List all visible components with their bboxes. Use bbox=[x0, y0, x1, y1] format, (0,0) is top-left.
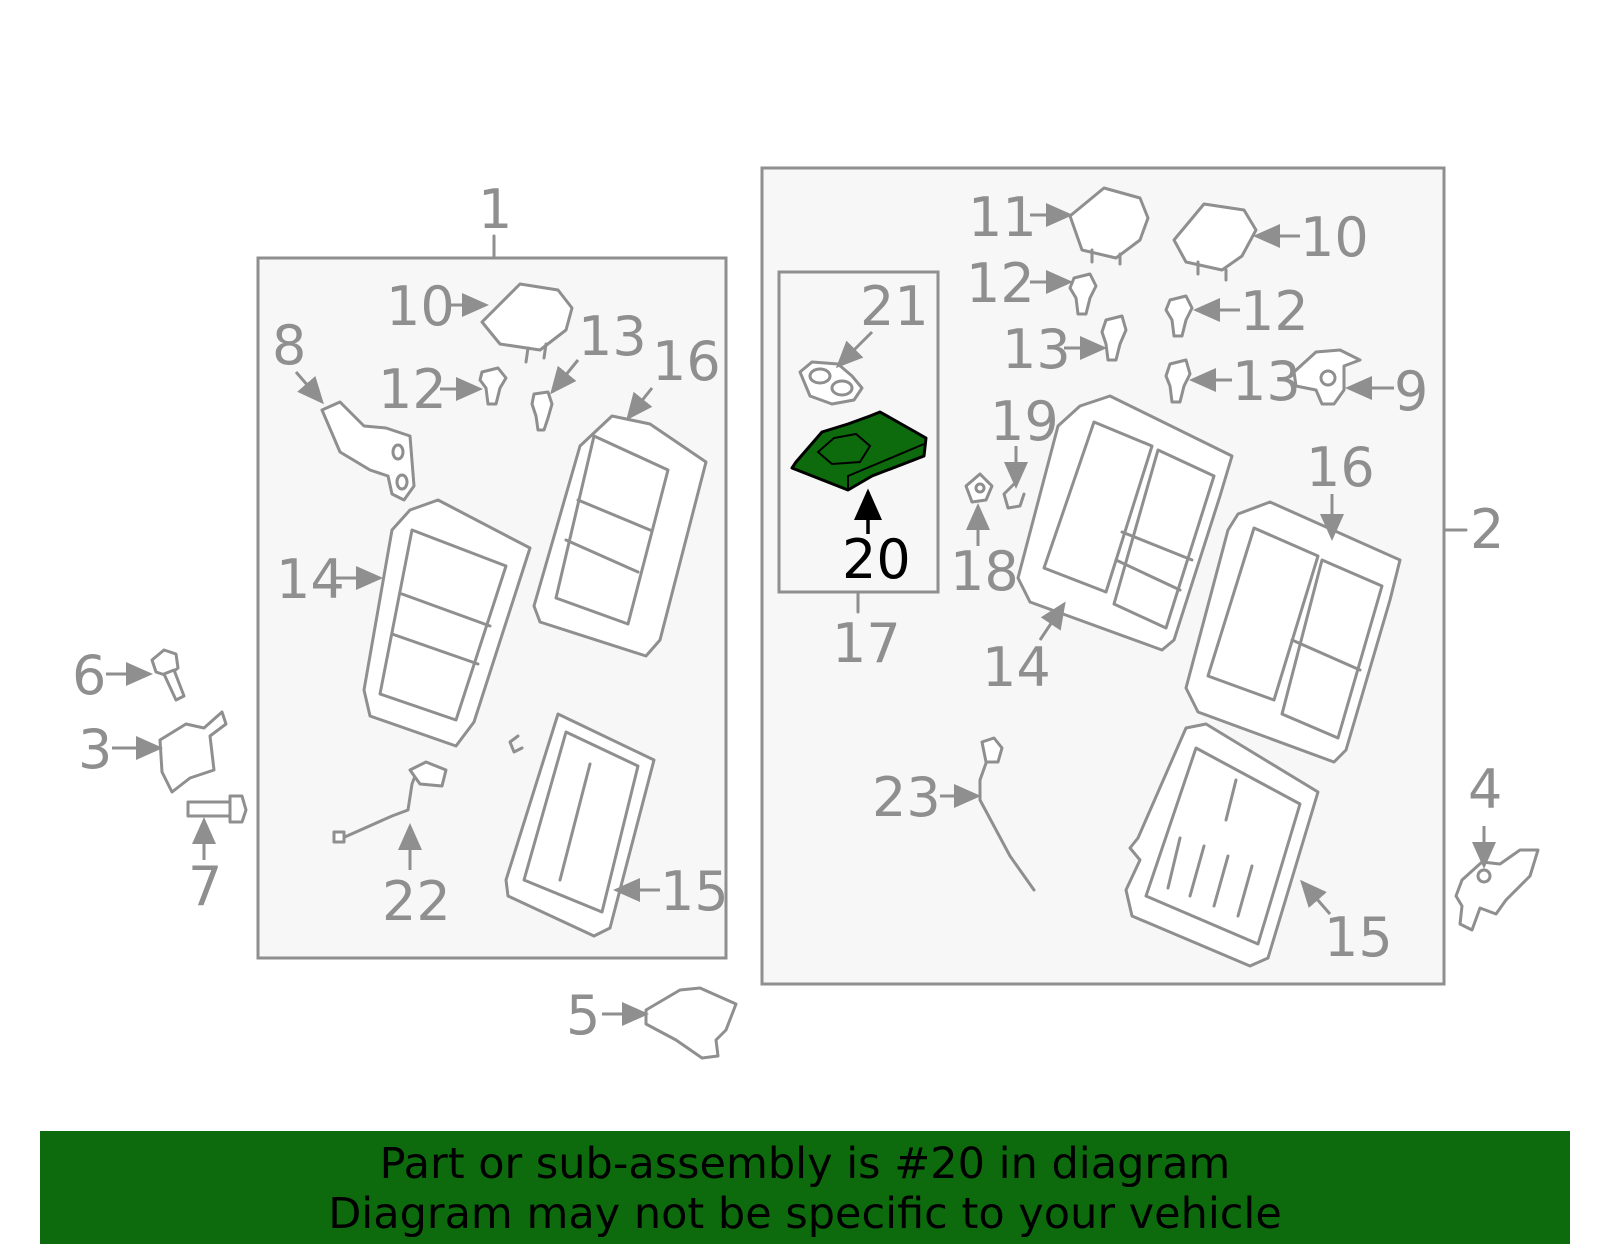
headrest-part-10-right bbox=[1172, 202, 1258, 282]
grommet-part-18 bbox=[964, 472, 994, 504]
callout-16-left: 16 bbox=[652, 330, 721, 393]
headrest-part-11 bbox=[1068, 186, 1150, 266]
armrest-part-20-highlighted[interactable] bbox=[790, 410, 928, 492]
callout-22: 22 bbox=[382, 870, 451, 933]
info-banner: Part or sub-assembly is #20 in diagram D… bbox=[40, 1131, 1570, 1244]
callout-4: 4 bbox=[1468, 758, 1502, 821]
callout-6: 6 bbox=[72, 644, 106, 707]
seatback-part-16-left bbox=[532, 414, 708, 658]
callout-2: 2 bbox=[1470, 498, 1504, 561]
hook-part-left bbox=[508, 734, 524, 754]
bolt-part-6 bbox=[150, 648, 186, 702]
callout-7: 7 bbox=[188, 855, 222, 918]
callout-14-left: 14 bbox=[276, 548, 345, 611]
callout-19: 19 bbox=[990, 390, 1059, 453]
callout-13-left: 13 bbox=[578, 305, 647, 368]
callout-3: 3 bbox=[78, 718, 112, 781]
bracket-part-3 bbox=[158, 710, 228, 794]
seat-frame-part-15-right bbox=[1124, 722, 1320, 968]
callout-21: 21 bbox=[860, 275, 929, 338]
callout-1: 1 bbox=[478, 178, 512, 241]
cable-part-22 bbox=[332, 760, 448, 844]
clip-part-13-left bbox=[530, 390, 554, 432]
clip-part-9 bbox=[1292, 348, 1362, 406]
callout-17: 17 bbox=[832, 612, 901, 675]
banner-line-1: Part or sub-assembly is #20 in diagram bbox=[379, 1139, 1231, 1189]
hook-part-19 bbox=[1002, 482, 1026, 510]
callout-10-left: 10 bbox=[386, 275, 455, 338]
callout-20: 20 bbox=[842, 528, 911, 591]
bracket-part-4 bbox=[1454, 848, 1540, 932]
callout-15-left: 15 bbox=[660, 860, 729, 923]
bracket-part-8 bbox=[320, 400, 416, 502]
banner-line-2: Diagram may not be specific to your vehi… bbox=[328, 1189, 1282, 1239]
callout-10-right: 10 bbox=[1300, 206, 1369, 269]
callout-14-right: 14 bbox=[982, 636, 1051, 699]
callout-16-right: 16 bbox=[1306, 436, 1375, 499]
bracket-part-5 bbox=[644, 986, 738, 1060]
callout-9: 9 bbox=[1394, 360, 1428, 423]
clip-part-12-right-b bbox=[1164, 294, 1194, 338]
callout-23: 23 bbox=[872, 766, 941, 829]
callout-12-right-a: 12 bbox=[966, 252, 1035, 315]
clip-part-13-right-b bbox=[1164, 358, 1192, 404]
callout-13-right-a: 13 bbox=[1002, 318, 1071, 381]
headrest-part-10-left bbox=[480, 282, 574, 364]
callout-8: 8 bbox=[272, 314, 306, 377]
cupholder-part-21 bbox=[798, 360, 864, 406]
callout-12-right-b: 12 bbox=[1240, 280, 1309, 343]
callout-5: 5 bbox=[566, 984, 600, 1047]
seatback-part-14-right bbox=[1016, 394, 1234, 652]
callout-13-right-b: 13 bbox=[1232, 350, 1301, 413]
callout-15-right: 15 bbox=[1324, 906, 1393, 969]
callout-11: 11 bbox=[968, 186, 1037, 249]
callout-12-left: 12 bbox=[378, 358, 447, 421]
callout-18: 18 bbox=[950, 540, 1019, 603]
bolt-part-7 bbox=[186, 794, 248, 824]
